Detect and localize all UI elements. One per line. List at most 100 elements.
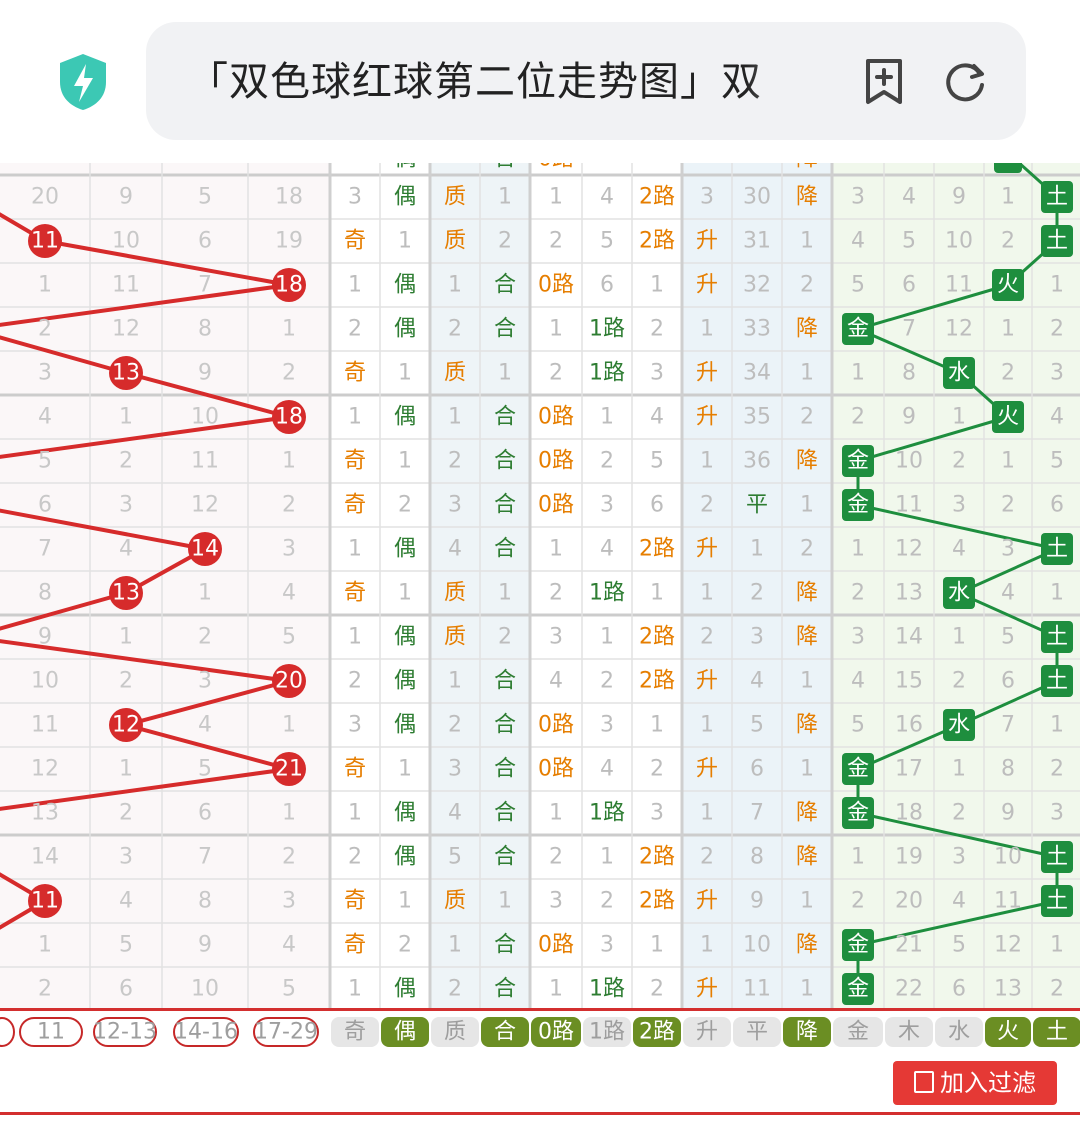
miss-count: 1 [952, 625, 966, 650]
red-ball-number: 11 [31, 229, 59, 254]
range-label[interactable]: 17-29 [254, 1020, 318, 1045]
footer-cell-bg[interactable] [1033, 1017, 1080, 1047]
miss-count: 1 [498, 185, 512, 210]
footer-cell-bg[interactable] [531, 1017, 581, 1047]
footer-cell-bg[interactable] [733, 1017, 781, 1047]
miss-count: 3 [600, 933, 614, 958]
parity-hit: 偶 [394, 317, 416, 342]
security-shield-icon[interactable] [56, 52, 110, 112]
footer-cell-bg[interactable] [481, 1017, 529, 1047]
range-label[interactable]: 12-13 [93, 1020, 157, 1045]
reload-icon[interactable] [942, 58, 988, 104]
footer-label-huo[interactable]: 火 [997, 1020, 1019, 1045]
footer-cell-bg[interactable] [583, 1017, 631, 1047]
range-pill[interactable] [19, 1017, 83, 1047]
footer-cell-bg[interactable] [331, 1017, 379, 1047]
footer-label-shui[interactable]: 水 [948, 1020, 970, 1045]
range-label[interactable]: 11 [37, 1020, 65, 1045]
miss-count: 10 [743, 933, 771, 958]
miss-count: 10 [994, 845, 1022, 870]
footer-label-even[interactable]: 偶 [394, 1020, 416, 1045]
miss-count: 2 [549, 361, 563, 386]
miss-count: 2 [952, 801, 966, 826]
distance-cell: 13 [31, 801, 59, 826]
miss-count: 1 [800, 361, 814, 386]
range-pill[interactable] [0, 1017, 15, 1047]
range-label[interactable]: 14-16 [174, 1020, 238, 1045]
range-pill[interactable] [173, 1017, 239, 1047]
footer-label-flat[interactable]: 平 [746, 1020, 768, 1045]
bookmark-add-icon[interactable] [862, 58, 906, 106]
browser-top-bar: 「双色球红球第二位走势图」双 [0, 0, 1080, 163]
footer-cell-bg[interactable] [431, 1017, 479, 1047]
footer-label-r2[interactable]: 2路 [639, 1020, 675, 1045]
road-hit: 2路 [639, 669, 675, 694]
miss-count: 2 [1050, 757, 1064, 782]
miss-count: 1 [600, 405, 614, 430]
footer-cell-bg[interactable] [633, 1017, 681, 1047]
miss-count: 3 [348, 185, 362, 210]
miss-count: 1 [952, 757, 966, 782]
wuxing-hit: 土 [1046, 229, 1068, 254]
miss-count: 2 [1050, 317, 1064, 342]
add-filter-button[interactable]: 加入过滤 [893, 1061, 1057, 1105]
miss-count: 5 [851, 273, 865, 298]
footer-cell-bg[interactable] [683, 1017, 731, 1047]
footer-label-up[interactable]: 升 [696, 1020, 718, 1045]
road-hit: 1路 [589, 977, 625, 1002]
miss-count: 3 [952, 493, 966, 518]
address-bar[interactable]: 「双色球红球第二位走势图」双 [146, 22, 1026, 140]
footer-label-tu[interactable]: 土 [1046, 1020, 1068, 1045]
footer-label-odd[interactable]: 奇 [344, 1020, 366, 1045]
footer-label-prime[interactable]: 质 [444, 1020, 466, 1045]
wuxing-box [842, 797, 874, 829]
wuxing-line [857, 283, 1009, 331]
footer-cell-bg[interactable] [935, 1017, 983, 1047]
distance-cell: 7 [198, 845, 212, 870]
range-pill[interactable] [93, 1017, 157, 1047]
range-pill[interactable] [253, 1017, 319, 1047]
footer-cell-bg[interactable] [885, 1017, 933, 1047]
footer-label-mu[interactable]: 木 [898, 1020, 920, 1045]
miss-count: 1 [348, 977, 362, 1002]
footer-cell-bg[interactable] [783, 1017, 831, 1047]
distance-cell: 2 [38, 977, 52, 1002]
wuxing-hit: 水 [948, 713, 970, 738]
miss-count: 4 [448, 537, 462, 562]
footer-cell-bg[interactable] [381, 1017, 429, 1047]
distance-cell: 19 [275, 229, 303, 254]
filter-icon [914, 1071, 934, 1093]
footer-label-comp[interactable]: 合 [494, 1020, 516, 1045]
distance-cell: 9 [119, 185, 133, 210]
footer-label-r0[interactable]: 0路 [538, 1020, 574, 1045]
miss-count: 1 [348, 273, 362, 298]
distance-cell: 1 [282, 449, 296, 474]
footer-label-down[interactable]: 降 [796, 1020, 818, 1045]
distance-cell: 2 [119, 801, 133, 826]
footer-cell-bg[interactable] [833, 1017, 883, 1047]
parity-hit: 奇 [344, 493, 366, 518]
miss-count: 2 [448, 977, 462, 1002]
trend-line [125, 723, 290, 771]
wuxing-hit: 土 [1046, 185, 1068, 210]
trend-line [0, 767, 290, 811]
miss-count: 2 [700, 625, 714, 650]
parity-hit: 奇 [344, 361, 366, 386]
page-title-text[interactable]: 「双色球红球第二位走势图」双 [188, 59, 762, 105]
miss-count: 1 [1050, 713, 1064, 738]
miss-count: 4 [600, 537, 614, 562]
trend-hit: 降 [796, 449, 818, 474]
footer-label-r1[interactable]: 1路 [589, 1020, 625, 1045]
miss-count: 1 [1050, 581, 1064, 606]
footer-label-jin[interactable]: 金 [847, 1020, 869, 1045]
footer-cell-bg[interactable] [985, 1017, 1031, 1047]
distance-cell: 6 [198, 229, 212, 254]
distance-cell: 8 [198, 889, 212, 914]
miss-count: 8 [750, 845, 764, 870]
miss-count: 1 [1001, 449, 1015, 474]
wuxing-hit: 土 [1046, 669, 1068, 694]
miss-count: 13 [895, 581, 923, 606]
miss-count: 2 [398, 933, 412, 958]
next-table-header-edge [0, 1112, 1080, 1133]
miss-count: 1 [800, 669, 814, 694]
